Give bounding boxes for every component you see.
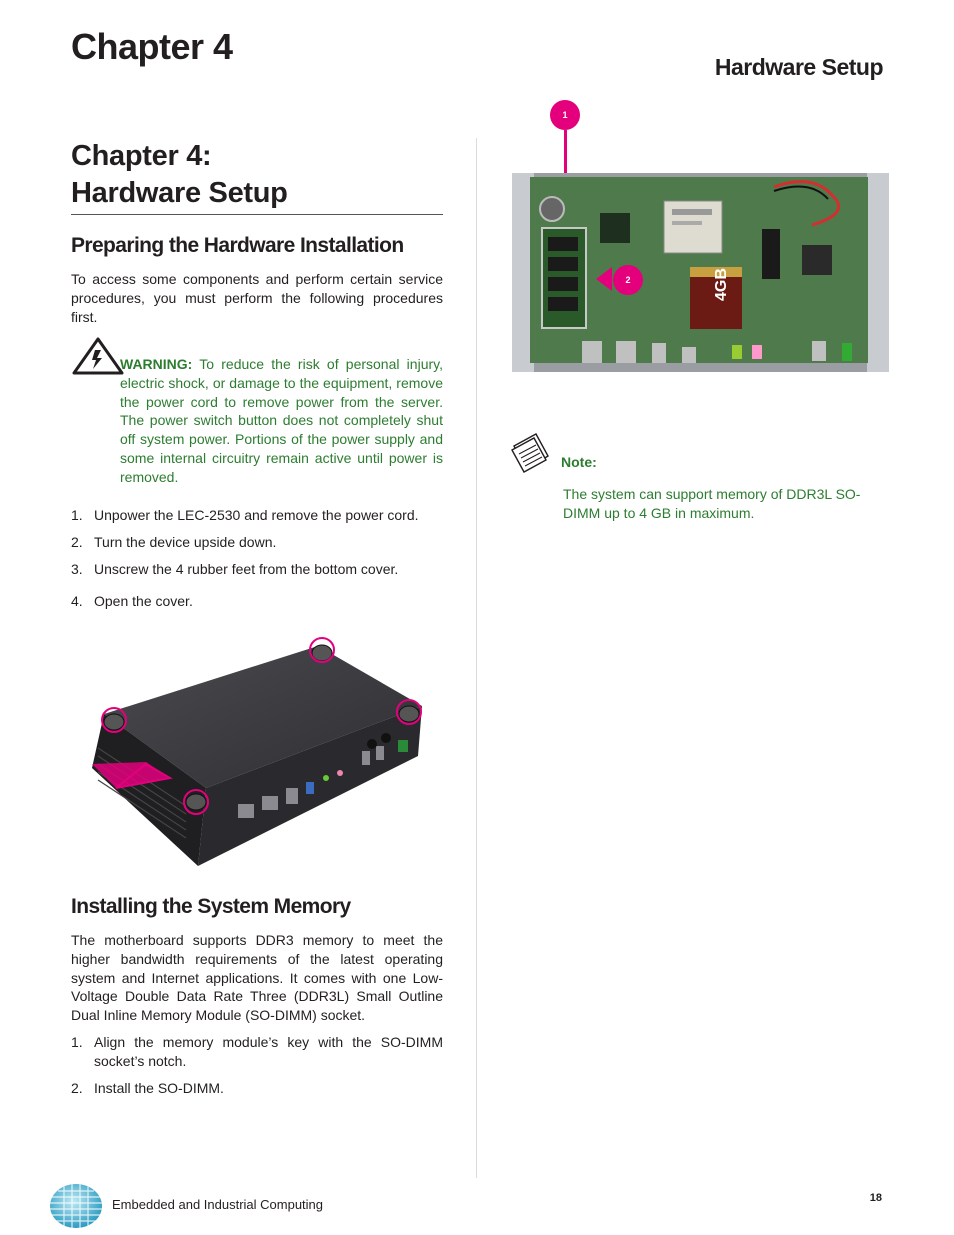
list-item: 4.Open the cover. <box>71 593 193 610</box>
chapter-title-line1: Chapter 4: <box>71 140 212 172</box>
note-text: The system can support memory of DDR3L S… <box>563 486 861 521</box>
warning-text: WARNING: To reduce the risk of personal … <box>120 355 443 487</box>
section-header: Hardware Setup <box>714 54 884 80</box>
list-item: 2.Turn the device upside down. <box>71 533 277 550</box>
memory-steps: 1.Align the memory module’s key with the… <box>71 1033 443 1097</box>
warning-icon <box>71 336 125 381</box>
page-number: 18 <box>869 1192 882 1204</box>
preparing-steps: 1.Unpower the LEC-2530 and remove the po… <box>71 506 443 611</box>
chapter-title-line2: Hardware Setup <box>71 177 288 209</box>
cf-card-label: 4GB <box>713 268 730 301</box>
footer-text: Embedded and Industrial Computing <box>112 1197 324 1212</box>
callout-marker-2: 2 <box>613 265 643 295</box>
note-icon <box>510 432 552 479</box>
warning-label: WARNING: <box>120 356 193 372</box>
list-item: 3.Unscrew the 4 rubber feet from the bot… <box>71 560 399 577</box>
column-divider <box>476 138 477 1178</box>
preparing-intro: To access some components and perform ce… <box>71 271 443 325</box>
warning-body: To reduce the risk of personal injury, e… <box>120 356 443 485</box>
chapter-title: Chapter 4: Hardware Setup <box>71 138 443 215</box>
device-bottom-image <box>86 636 436 873</box>
preparing-heading: Preparing the Hardware Installation <box>71 234 404 257</box>
list-item: 1.Align the memory module’s key with the… <box>71 1034 443 1069</box>
chapter-header: Chapter 4 <box>71 26 233 67</box>
motherboard-image: 4GB <box>512 173 889 377</box>
callout-marker-1: 1 <box>550 100 580 130</box>
memory-intro: The motherboard supports DDR3 memory to … <box>71 932 443 1024</box>
memory-heading: Installing the System Memory <box>71 895 351 918</box>
list-item: 2.Install the SO-DIMM. <box>71 1079 224 1096</box>
company-logo-icon <box>48 1183 104 1234</box>
note-label: Note: <box>561 454 597 470</box>
list-item: 1.Unpower the LEC-2530 and remove the po… <box>71 507 419 523</box>
